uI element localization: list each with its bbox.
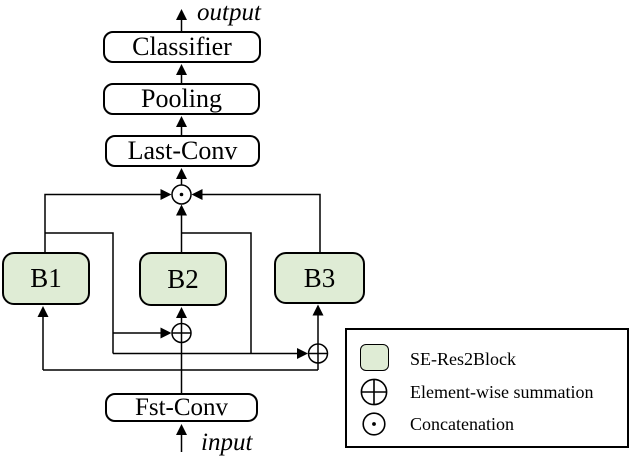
edge-b2-tap — [181, 232, 252, 354]
arrow-into-b1 — [37, 306, 49, 317]
edge-b3-concat — [202, 193, 321, 253]
classifier-block: Classifier — [103, 31, 261, 63]
fst-conv-block: Fst-Conv — [105, 393, 258, 422]
arrow-into-pooling — [176, 116, 187, 127]
output-label: output — [197, 0, 261, 26]
se-res2block-b3: B3 — [274, 252, 365, 304]
legend-box: SE-Res2Block Element-wise summation Conc… — [345, 328, 629, 448]
arrow-b3-into-concat — [191, 189, 203, 200]
arrow-into-sum1 — [160, 327, 172, 339]
arrow-b1-into-concat — [160, 189, 172, 200]
summation-node-2 — [307, 343, 329, 364]
summation-icon — [360, 378, 388, 406]
arrow-into-b3 — [312, 304, 324, 316]
edges — [42, 20, 321, 452]
concatenation-icon — [362, 412, 386, 436]
input-label: input — [201, 429, 253, 456]
classifier-label: Classifier — [132, 32, 232, 61]
se-res2block-b1: B1 — [2, 252, 90, 305]
arrow-into-classifier — [176, 64, 187, 75]
legend-item-label-se-res2block: SE-Res2Block — [410, 349, 516, 369]
b1-label: B1 — [30, 263, 62, 293]
concatenation-node — [171, 184, 192, 205]
edge-b1-tap — [45, 232, 114, 354]
arrow-output — [176, 9, 187, 20]
legend-item-label-summation: Element-wise summation — [410, 382, 594, 402]
b2-label: B2 — [167, 263, 199, 294]
fst-conv-label: Fst-Conv — [134, 394, 229, 421]
edge-b1-concat — [44, 193, 162, 252]
arrow-b2-into-concat — [176, 204, 187, 216]
arrowheads — [37, 9, 324, 435]
arrow-into-sum2 — [297, 348, 308, 359]
arrow-into-fstconv — [176, 424, 187, 435]
se-res2block-b2: B2 — [139, 252, 227, 306]
summation-node-1 — [171, 322, 192, 344]
pooling-block: Pooling — [103, 83, 260, 115]
last-conv-block: Last-Conv — [105, 135, 260, 167]
arrow-into-b2 — [176, 307, 187, 318]
arrow-into-lastconv — [176, 168, 187, 179]
se-res2block-swatch — [360, 344, 389, 371]
legend-item-label-concatenation: Concatenation — [410, 414, 514, 434]
b3-label: B3 — [303, 262, 336, 293]
last-conv-label: Last-Conv — [127, 136, 238, 165]
pooling-label: Pooling — [141, 84, 222, 113]
